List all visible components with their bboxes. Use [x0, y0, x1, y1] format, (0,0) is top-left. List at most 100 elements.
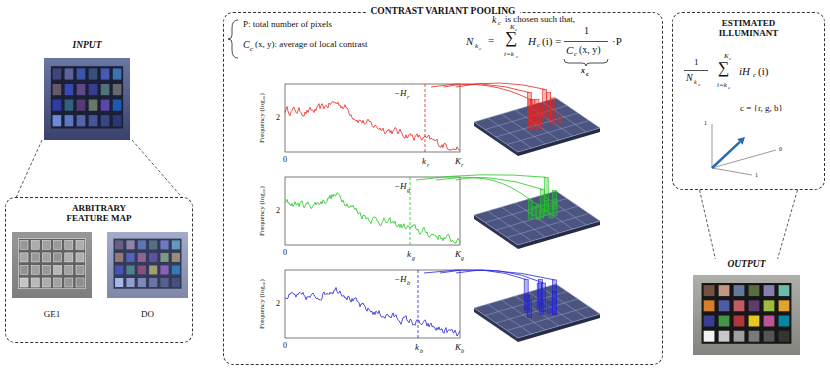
math-label: K	[455, 250, 461, 259]
dashed-connector	[778, 190, 798, 259]
board-grid	[485, 106, 567, 130]
color-patch	[719, 285, 730, 296]
board-grid	[507, 214, 589, 238]
pooling-curve	[456, 178, 530, 200]
input-image: INPUT	[42, 40, 132, 140]
board-top	[474, 284, 600, 338]
math-label: b	[407, 280, 410, 286]
math-label: b	[461, 348, 464, 354]
color-patch	[77, 68, 86, 79]
feature-map-panel: ARBITRARY FEATURE MAPGE1DO	[5, 197, 193, 343]
math-label: (i) =	[542, 36, 561, 47]
color-patch	[31, 253, 39, 262]
axis-label: Frequency (log₁₀)	[259, 93, 266, 143]
math-label: C	[243, 40, 250, 50]
node-heading: ESTIMATED ILLUMINANT	[704, 18, 794, 39]
histogram-bar	[528, 200, 532, 219]
math-label: r	[461, 162, 463, 168]
color-patch	[101, 68, 110, 79]
color-patch	[160, 265, 168, 274]
math-label: H	[528, 36, 536, 47]
color-patch	[704, 300, 715, 311]
math-label: k	[475, 43, 478, 50]
histogram-bar	[536, 104, 540, 129]
math-label: c	[698, 82, 700, 87]
illuminant-arrowhead	[737, 137, 745, 145]
color-patch	[779, 316, 790, 327]
color-patch	[20, 278, 28, 287]
math-label: c = {r, g, b}	[740, 104, 783, 113]
fraction-bar	[564, 41, 608, 42]
math-label: N	[466, 36, 473, 47]
math-label: iH	[739, 66, 750, 77]
node-heading: CONTRAST VARIANT POOLING	[366, 6, 519, 17]
color-patch	[65, 253, 73, 262]
node-heading: ARBITRARY FEATURE MAP	[53, 203, 145, 224]
color-patch	[65, 265, 73, 274]
math-label: (x, y)	[579, 45, 601, 55]
math-label: N	[686, 73, 693, 83]
math-label: is chosen such that,	[505, 15, 575, 24]
math-label: k	[415, 343, 419, 352]
color-patch	[172, 253, 180, 262]
color-patch	[76, 240, 84, 249]
math-label: 2	[276, 114, 280, 122]
color-patch	[101, 115, 110, 126]
color-patch	[704, 331, 715, 342]
color-patch	[160, 240, 168, 249]
pooling-curve	[456, 83, 545, 89]
color-patch	[719, 331, 730, 342]
color-patch	[65, 115, 74, 126]
color-patch	[115, 253, 123, 262]
math-label: c	[753, 72, 756, 79]
feature-map-image: DO	[105, 232, 190, 320]
math-label: 0	[779, 146, 782, 152]
color-patch	[113, 68, 122, 79]
color-patch	[779, 285, 790, 296]
board-grid	[507, 121, 589, 145]
photo-background	[44, 58, 130, 140]
math-label: c	[250, 46, 253, 53]
color-patch	[89, 100, 98, 111]
color-patch	[42, 253, 50, 262]
color-patch	[734, 285, 745, 296]
math-label: k	[407, 250, 411, 259]
threshold-line	[418, 270, 419, 338]
math-label: P: total number of pixels	[243, 20, 332, 29]
math-label: 1	[584, 26, 589, 36]
color-patch	[734, 300, 745, 311]
histogram-bar	[529, 100, 533, 130]
color-patch	[76, 278, 84, 287]
color-patch	[160, 278, 168, 287]
math-label: c	[728, 85, 730, 90]
plot-frame	[285, 84, 460, 152]
color-patch	[53, 115, 62, 126]
pooling-panel: CONTRAST VARIANT POOLING	[223, 12, 663, 365]
histogram-bar	[550, 98, 554, 124]
output-image: OUTPUT	[691, 259, 802, 355]
math-label: c	[516, 54, 518, 59]
math-label: K	[455, 343, 461, 352]
math-label: b	[420, 348, 423, 354]
color-patch	[53, 84, 62, 95]
color-patch	[101, 100, 110, 111]
color-patch	[113, 115, 122, 126]
color-patch	[54, 278, 62, 287]
math-label: −H	[394, 275, 407, 284]
color-patch	[115, 278, 123, 287]
color-patch	[138, 265, 146, 274]
photo-background	[107, 232, 188, 298]
node-heading: INPUT	[42, 40, 132, 51]
color-patch	[149, 265, 157, 274]
color-patch	[126, 253, 134, 262]
color-checker-board	[702, 283, 792, 344]
color-patch	[149, 240, 157, 249]
color-patch	[126, 265, 134, 274]
color-patch	[764, 331, 775, 342]
illuminant-panel: ESTIMATED ILLUMINANT	[672, 12, 825, 190]
underbrace	[564, 59, 608, 66]
illuminant-vector	[712, 142, 740, 168]
axis-label: Frequency (log₁₀)	[259, 186, 266, 236]
board-grid	[485, 199, 567, 223]
